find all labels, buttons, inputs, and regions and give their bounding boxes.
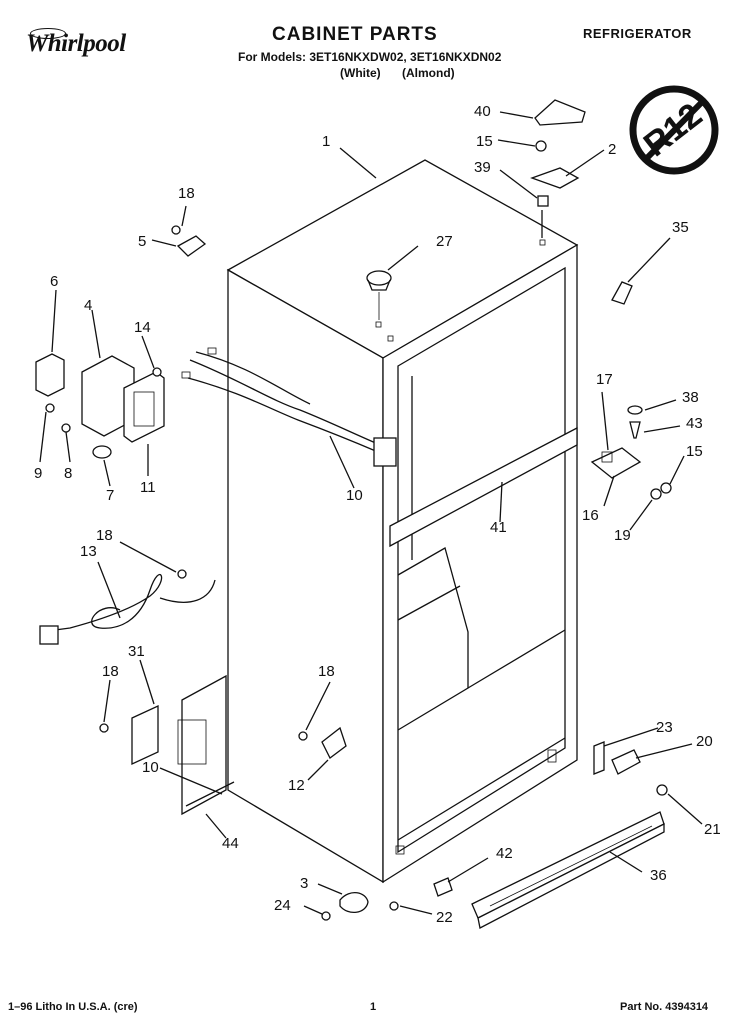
callout-15-right: 15: [686, 443, 703, 460]
callout-19: 19: [614, 527, 631, 544]
relay-part: [35, 353, 65, 397]
screw-part: [321, 911, 331, 921]
screw-part: [389, 901, 399, 911]
callout-15-top: 15: [476, 133, 493, 150]
callout-23: 23: [656, 719, 673, 736]
callout-12: 12: [288, 777, 305, 794]
callout-41: 41: [490, 519, 507, 536]
callout-40: 40: [474, 103, 491, 120]
hinge-screw-part: [535, 140, 547, 152]
brand-logo: Whirlpool: [26, 30, 126, 57]
center-hinge-part: [590, 447, 642, 479]
callout-4: 4: [84, 297, 92, 314]
leveling-leg-part: [339, 892, 369, 913]
bracket-part: [321, 726, 347, 759]
power-cord-part: [39, 569, 216, 645]
callout-7: 7: [106, 487, 114, 504]
callout-31: 31: [128, 643, 145, 660]
callout-11: 11: [140, 479, 156, 496]
callout-8: 8: [64, 465, 72, 482]
part-number: Part No. 4394314: [620, 1001, 709, 1013]
callout-38: 38: [682, 389, 699, 406]
r12-badge: [629, 85, 719, 175]
leader-lines: [39, 111, 703, 915]
callout-5: 5: [138, 233, 146, 250]
callout-10-plate: 10: [142, 759, 159, 776]
toe-grille-part: [471, 811, 665, 929]
callout-6: 6: [50, 273, 58, 290]
callout-18-cord: 18: [96, 527, 113, 544]
callout-1: 1: [322, 133, 330, 150]
hinge-cover-part: [534, 99, 586, 126]
callout-labels: 1 2 3 4 5 6 7 8 9 10 10 11 12 13 14 15 1…: [34, 103, 721, 926]
callout-42: 42: [496, 845, 513, 862]
callout-24: 24: [274, 897, 291, 914]
callout-9: 9: [34, 465, 42, 482]
callout-20: 20: [696, 733, 713, 750]
litho-note: 1–96 Litho In U.S.A. (cre): [8, 1001, 138, 1013]
screw-part: [650, 488, 662, 500]
plug-button-part: [366, 270, 392, 286]
callout-36: 36: [650, 867, 667, 884]
washer-part: [627, 405, 643, 415]
mounting-plate-part: [181, 674, 227, 816]
callout-18-bracket: 18: [318, 663, 335, 680]
category-label: REFRIGERATOR: [583, 26, 692, 41]
callout-18-top: 18: [178, 185, 195, 202]
cover-part: [176, 235, 207, 257]
refrigerator-cabinet: [226, 159, 579, 884]
callout-18-cover: 18: [102, 663, 119, 680]
callout-44: 44: [222, 835, 239, 852]
page-title: CABINET PARTS: [272, 24, 438, 45]
callout-3: 3: [300, 875, 308, 892]
page-number: 1: [370, 1001, 377, 1013]
bottom-hinge-part: [593, 741, 605, 775]
hinge-pin-cover-part: [611, 281, 633, 305]
clip-part: [433, 877, 453, 897]
callout-14: 14: [134, 319, 151, 336]
model-variants: (White) (Almond): [340, 66, 455, 80]
callout-27: 27: [436, 233, 453, 250]
screw-part: [656, 784, 668, 796]
grommet-part: [92, 445, 112, 459]
callout-13: 13: [80, 543, 97, 560]
screw-part: [45, 403, 55, 413]
screw-part: [660, 482, 672, 494]
hinge-bracket-part: [611, 749, 641, 775]
top-hinge-part: [530, 167, 580, 189]
callout-22: 22: [436, 909, 453, 926]
access-cover-part: [131, 704, 159, 766]
callout-10-harness: 10: [346, 487, 363, 504]
callout-43: 43: [686, 415, 703, 432]
hinge-pin-part: [629, 421, 641, 439]
callout-39: 39: [474, 159, 491, 176]
brand-logo-swoosh: [30, 28, 66, 39]
screw-part: [152, 367, 162, 377]
callout-16: 16: [582, 507, 599, 524]
wire-harness-part: [181, 347, 397, 467]
callout-2: 2: [608, 141, 616, 158]
spacer-part: [537, 195, 549, 207]
screw-part: [61, 423, 71, 433]
callout-35: 35: [672, 219, 689, 236]
callout-21: 21: [704, 821, 721, 838]
callout-17: 17: [596, 371, 613, 388]
model-numbers: For Models: 3ET16NKXDW02, 3ET16NKXDN02: [238, 50, 502, 64]
